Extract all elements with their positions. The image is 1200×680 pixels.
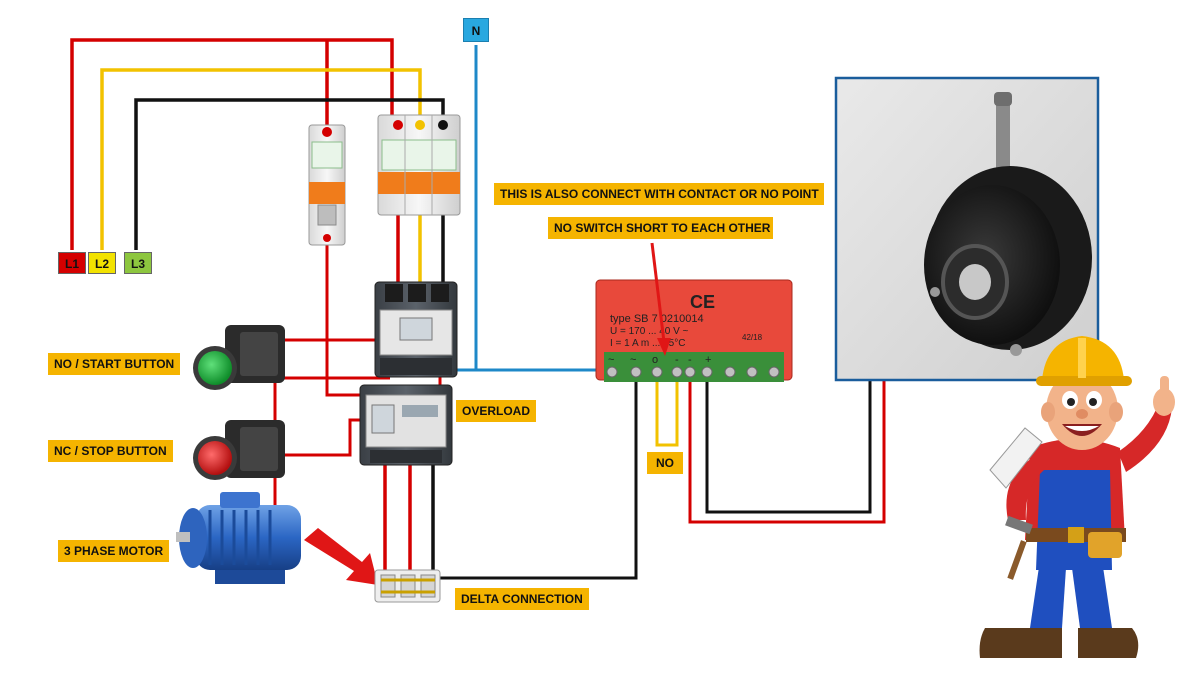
neutral-label: N <box>463 18 489 42</box>
three-pole-mcb <box>377 114 461 216</box>
overload-relay <box>359 384 453 466</box>
no-label: NO <box>647 452 683 474</box>
note-arrow <box>650 242 671 356</box>
start-push-button <box>193 325 285 390</box>
rectifier-type: type SB 7 0210014 <box>610 313 704 325</box>
rectifier-terminal: o <box>652 354 658 366</box>
rectifier-ce: CE <box>690 292 715 312</box>
phase-l1-label: L1 <box>58 252 86 274</box>
contactor <box>374 281 458 378</box>
rectifier-code: 42/18 <box>742 333 763 342</box>
rectifier-terminal: + <box>705 354 711 366</box>
wire-neutral <box>440 45 605 372</box>
stop-button-label: NC / STOP BUTTON <box>48 440 173 462</box>
wire-l1 <box>70 38 394 250</box>
delta-terminal-block <box>374 569 441 603</box>
worker-mascot <box>979 336 1175 658</box>
wire-motor-feed <box>383 465 435 575</box>
rectifier-terminal: ~ <box>630 354 636 366</box>
start-button-label: NO / START BUTTON <box>48 353 181 375</box>
wire-mcb-to-contactor <box>396 210 445 290</box>
brake-rectifier: CE type SB 7 0210014 U = 170 ... 40 V ~ … <box>595 279 793 382</box>
electromagnetic-brake-photo <box>834 76 1100 382</box>
rectifier-terminal: - <box>688 354 692 366</box>
switch-note-label: NO SWITCH SHORT TO EACH OTHER <box>548 217 773 239</box>
stop-push-button <box>193 420 285 480</box>
wire-no-loop <box>655 378 679 447</box>
rectifier-terminal: - <box>675 354 679 366</box>
motor-arrow <box>304 528 378 585</box>
single-pole-mcb <box>308 124 346 246</box>
overload-label: OVERLOAD <box>456 400 537 422</box>
wire-delta-to-rectifier <box>433 378 638 580</box>
rectifier-terminal: ~ <box>608 354 614 366</box>
rectifier-current: I = 1 A m ... 75°C <box>610 338 685 349</box>
three-phase-motor <box>176 492 301 584</box>
delta-connection-label: DELTA CONNECTION <box>455 588 589 610</box>
wire-l2 <box>100 68 422 250</box>
wire-l3 <box>134 98 445 250</box>
motor-label: 3 PHASE MOTOR <box>58 540 170 562</box>
phase-l2-label: L2 <box>88 252 116 274</box>
phase-l3-label: L3 <box>124 252 152 274</box>
rectifier-voltage: U = 170 ... 40 V ~ <box>610 326 689 337</box>
contact-note-label: THIS IS ALSO CONNECT WITH CONTACT OR NO … <box>494 183 824 205</box>
